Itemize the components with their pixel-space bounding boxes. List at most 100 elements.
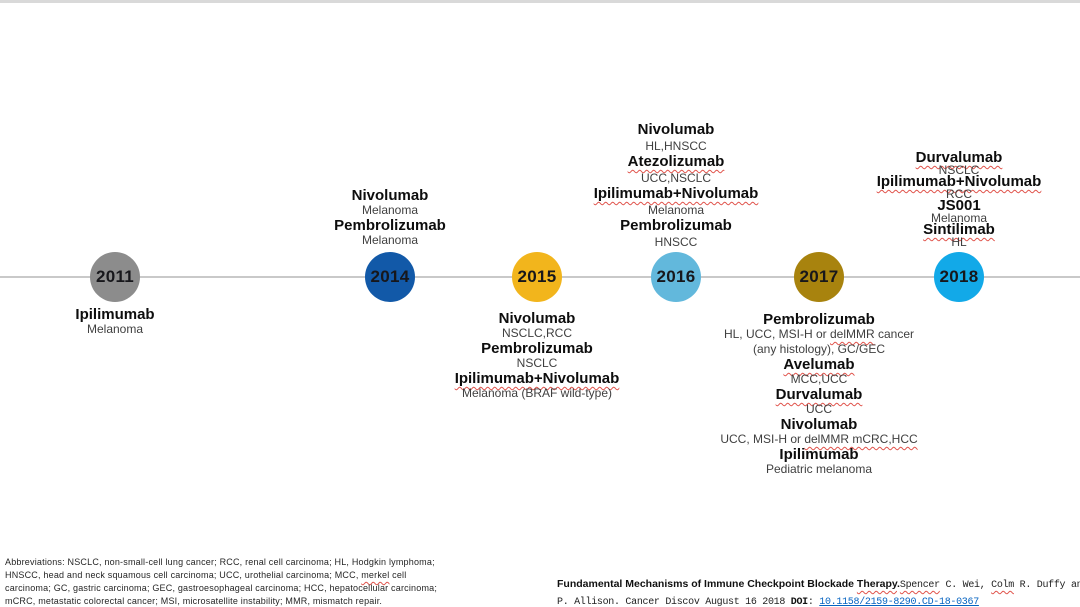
year-label: 2014: [370, 267, 410, 286]
text-segment: cancer: [874, 327, 915, 341]
text-segment: cell: [389, 570, 407, 580]
spellcheck-flagged-text: delMMR mCRC,HCC: [804, 432, 918, 446]
doi-link[interactable]: 10.1158/2159-8290.CD-18-0367: [819, 596, 979, 607]
drug-name: Pembrolizumab: [334, 218, 446, 233]
text-segment: DOI: [790, 596, 808, 607]
text-segment: UCC: [806, 402, 832, 416]
drug-name: Ipilimumab: [75, 307, 154, 322]
text-segment: HNSCC, head and neck squamous cell carci…: [5, 570, 362, 580]
text-segment: Melanoma: [930, 211, 988, 225]
drug-name: Ipilimumab+Nivolumab: [455, 371, 620, 386]
abbreviations: Abbreviations: NSCLC, non-small-cell lun…: [5, 556, 485, 607]
text-segment: Nivolumab: [637, 121, 715, 138]
citation-line: P. Allison. Cancer Discov August 16 2018…: [557, 593, 1080, 607]
text-segment: RCC: [946, 187, 972, 201]
text-segment: , metastatic colorectal cancer; MSI, mic…: [32, 596, 383, 606]
text-segment: carcinoma; GC, gastric carcinoma; GEC, g…: [5, 583, 438, 593]
text-segment: HNSCC: [654, 235, 698, 249]
text-segment: Melanoma (BRAF wild-type): [461, 386, 613, 400]
indication: Melanoma: [334, 203, 446, 218]
indication: Pediatric melanoma: [720, 462, 917, 477]
indication: MCC,UCC: [720, 372, 917, 387]
indication: UCC: [720, 402, 917, 417]
text-segment: Fundamental Mechanisms of Immune Checkpo…: [557, 578, 857, 590]
text-segment: Nivolumab: [351, 187, 429, 204]
drug-name: Nivolumab: [334, 188, 446, 203]
spellcheck-flagged-text: Durvalumab: [915, 149, 1003, 166]
text-segment: JS001: [937, 197, 981, 214]
abbreviation-line: HNSCC, head and neck squamous cell carci…: [5, 569, 485, 582]
text-segment: UCC,NSCLC: [640, 171, 711, 185]
year-label: 2018: [939, 267, 979, 286]
drug-name: Ipilimumab+Nivolumab: [877, 174, 1042, 189]
text-segment: Nivolumab: [780, 416, 858, 433]
text-segment: Melanoma: [647, 203, 705, 217]
spellcheck-flagged-text: merkel: [361, 570, 390, 580]
year-label: 2015: [517, 267, 557, 286]
text-segment: NSCLC: [938, 163, 980, 177]
indication: HL, UCC, MSI-H or delMMR cancer: [720, 327, 917, 342]
indication: NSCLC,RCC: [455, 326, 620, 341]
spellcheck-flagged-text: Spencer: [899, 580, 940, 591]
text-segment: Ipilimumab: [779, 446, 859, 463]
spellcheck-flagged-text: Durvalumab: [775, 386, 863, 403]
text-segment: Melanoma: [361, 233, 419, 247]
indication: HL,HNSCC: [594, 138, 759, 154]
text-segment: MCC,UCC: [790, 372, 848, 386]
drug-name: Nivolumab: [594, 122, 759, 138]
drug-name: Sintilimab: [877, 221, 1042, 238]
indication: RCC: [877, 188, 1042, 200]
drug-name: Ipilimumab+Nivolumab: [594, 186, 759, 202]
drug-name: Pembrolizumab: [594, 218, 759, 234]
spellcheck-flagged-text: Therapy: [856, 578, 897, 590]
drug-name: Pembrolizumab: [720, 312, 917, 327]
citation-line: Fundamental Mechanisms of Immune Checkpo…: [557, 576, 1080, 593]
indication: Melanoma: [334, 233, 446, 248]
year-circle-2016: 2016: [651, 252, 701, 302]
text-segment: Nivolumab: [498, 310, 576, 327]
year-circle-2014: 2014: [365, 252, 415, 302]
text-segment: August 16 2018: [699, 596, 791, 607]
text-segment: R. Duffy and James: [1019, 580, 1080, 591]
text-segment: :: [807, 596, 820, 607]
drug-name: Pembrolizumab: [455, 341, 620, 356]
spellcheck-flagged-text: Atezolizumab: [627, 153, 725, 170]
citation: Fundamental Mechanisms of Immune Checkpo…: [557, 576, 1080, 607]
abbreviation-line: carcinoma; GC, gastric carcinoma; GEC, g…: [5, 582, 485, 595]
text-segment: UCC, MSI-H or: [720, 432, 805, 446]
text-segment: HL,HNSCC: [645, 139, 707, 153]
indication: NSCLC: [877, 164, 1042, 176]
text-segment: NSCLC,RCC: [501, 326, 572, 340]
indication: UCC, MSI-H or delMMR mCRC,HCC: [720, 432, 917, 447]
drug-name: Nivolumab: [720, 417, 917, 432]
abbreviation-line: mCRC, metastatic colorectal cancer; MSI,…: [5, 595, 485, 607]
text-segment: Melanoma: [86, 322, 144, 336]
text-segment: HL: [951, 235, 967, 249]
spellcheck-flagged-text: Avelumab: [783, 356, 855, 373]
spellcheck-flagged-text: Ipilimumab+Nivolumab: [593, 185, 759, 202]
text-segment: Pediatric melanoma: [765, 462, 873, 476]
text-segment: NSCLC: [516, 356, 558, 370]
spellcheck-flagged-text: Sintilimab: [923, 221, 995, 238]
indication: UCC,NSCLC: [594, 170, 759, 186]
text-segment: HL, UCC, MSI-H or: [723, 327, 830, 341]
drug-name: Ipilimumab: [720, 447, 917, 462]
spellcheck-flagged-text: mCRC: [5, 596, 33, 606]
spellcheck-flagged-text: Discov: [665, 596, 700, 607]
top-border: [0, 0, 1080, 3]
drug-name: Avelumab: [720, 357, 917, 372]
text-segment: (any histology), GC/GEC: [752, 342, 886, 356]
drug-name: Durvalumab: [877, 149, 1042, 166]
drug-name: JS001: [877, 197, 1042, 214]
spellcheck-flagged-text: Ipilimumab+Nivolumab: [454, 370, 620, 387]
indication: Melanoma: [877, 212, 1042, 224]
text-segment: Pembrolizumab: [481, 340, 593, 357]
text-segment: Pembrolizumab: [620, 217, 732, 234]
indication: HNSCC: [594, 234, 759, 250]
year-circle-2015: 2015: [512, 252, 562, 302]
